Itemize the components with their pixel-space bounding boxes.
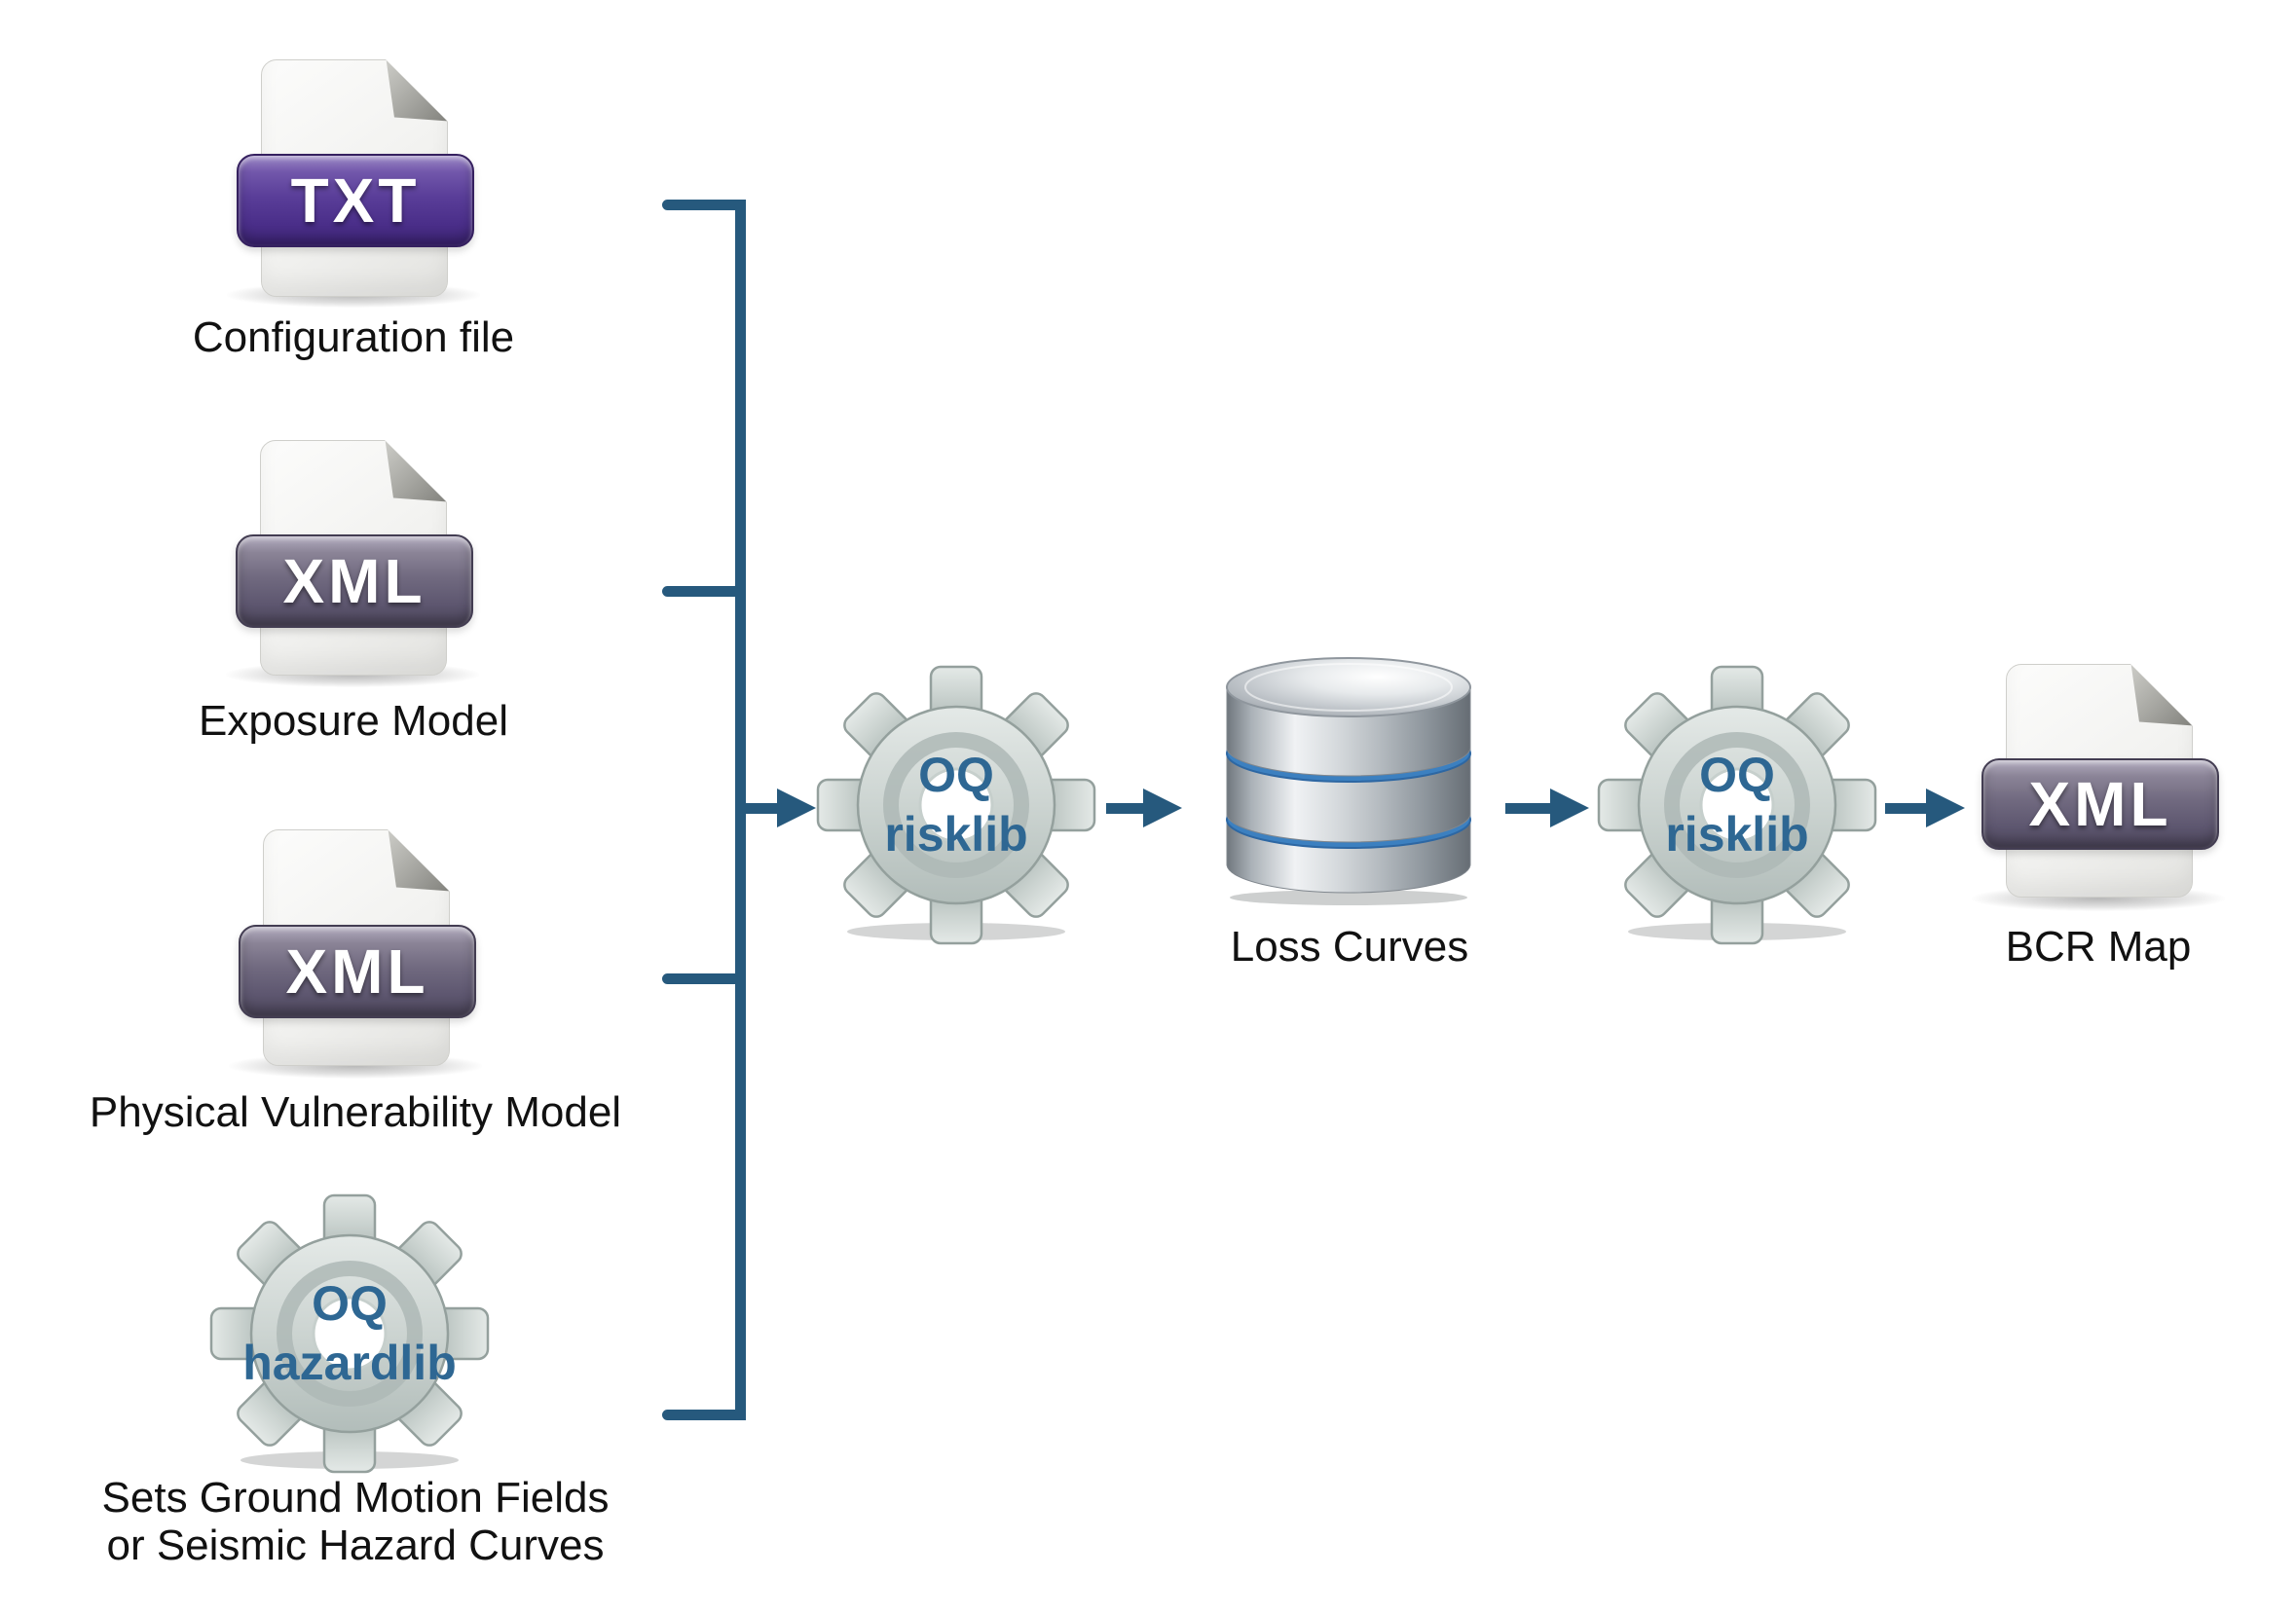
gear-graphic bbox=[209, 1193, 490, 1474]
gear-graphic bbox=[1597, 665, 1877, 945]
arrowhead-database-to-risklib2-icon bbox=[1550, 789, 1589, 827]
arrowhead-risklib1-to-database-icon bbox=[1143, 789, 1182, 827]
gear-label-risklib-2: OQ risklib bbox=[1597, 665, 1877, 945]
database-graphic bbox=[1226, 657, 1471, 905]
gear-graphic bbox=[816, 665, 1096, 945]
caption-loss-curves: Loss Curves bbox=[1230, 923, 1469, 971]
arrow-risklib1-to-database bbox=[1106, 803, 1143, 814]
txt-badge-label: TXT bbox=[290, 165, 421, 236]
caption-exposure-model: Exposure Model bbox=[199, 697, 508, 745]
bracket-stub-bottom bbox=[662, 1410, 746, 1420]
gear-icon-risklib-2: OQ risklib bbox=[1597, 665, 1877, 945]
arrow-to-risklib1 bbox=[746, 803, 779, 814]
gear-label-line2: hazardlib bbox=[242, 1336, 457, 1390]
arrow-database-to-risklib2 bbox=[1505, 803, 1550, 814]
xml-badge: XML bbox=[236, 534, 473, 628]
gear-label-risklib-1: OQ risklib bbox=[816, 665, 1096, 945]
caption-hazardlib: Sets Ground Motion Fields or Seismic Haz… bbox=[15, 1474, 696, 1569]
caption-hazardlib-line1: Sets Ground Motion Fields bbox=[101, 1474, 610, 1522]
caption-hazardlib-line2: or Seismic Hazard Curves bbox=[106, 1522, 605, 1569]
bracket-stub-vulnerability bbox=[662, 973, 746, 984]
xml-badge-label: XML bbox=[282, 546, 426, 616]
database-icon-loss-curves bbox=[1223, 654, 1474, 905]
arrowhead-to-risklib1-icon bbox=[777, 789, 816, 827]
arrowhead-risklib2-to-bcr-map-icon bbox=[1926, 789, 1965, 827]
gear-icon-risklib-1: OQ risklib bbox=[816, 665, 1096, 945]
caption-configuration-file: Configuration file bbox=[192, 313, 515, 361]
xml-badge-label: XML bbox=[285, 936, 429, 1007]
bracket-stub-top bbox=[662, 200, 746, 210]
gear-label-line1: OQ bbox=[1699, 748, 1775, 802]
xml-badge-label: XML bbox=[2028, 769, 2172, 839]
gear-label-line2: risklib bbox=[1665, 807, 1809, 862]
xml-badge: XML bbox=[239, 925, 476, 1018]
bracket-vertical-line bbox=[735, 200, 746, 1420]
gear-label-line2: risklib bbox=[884, 807, 1028, 862]
caption-bcr-map: BCR Map bbox=[2005, 923, 2192, 971]
caption-vulnerability-model: Physical Vulnerability Model bbox=[89, 1088, 622, 1136]
gear-icon-hazardlib: OQ hazardlib bbox=[209, 1193, 490, 1474]
xml-badge: XML bbox=[1981, 758, 2219, 850]
bracket-stub-exposure bbox=[662, 586, 746, 597]
gear-label-hazardlib: OQ hazardlib bbox=[209, 1193, 490, 1474]
arrow-risklib2-to-bcr-map bbox=[1885, 803, 1926, 814]
gear-label-line1: OQ bbox=[918, 748, 994, 802]
txt-badge: TXT bbox=[237, 154, 474, 247]
gear-label-line1: OQ bbox=[312, 1276, 388, 1331]
